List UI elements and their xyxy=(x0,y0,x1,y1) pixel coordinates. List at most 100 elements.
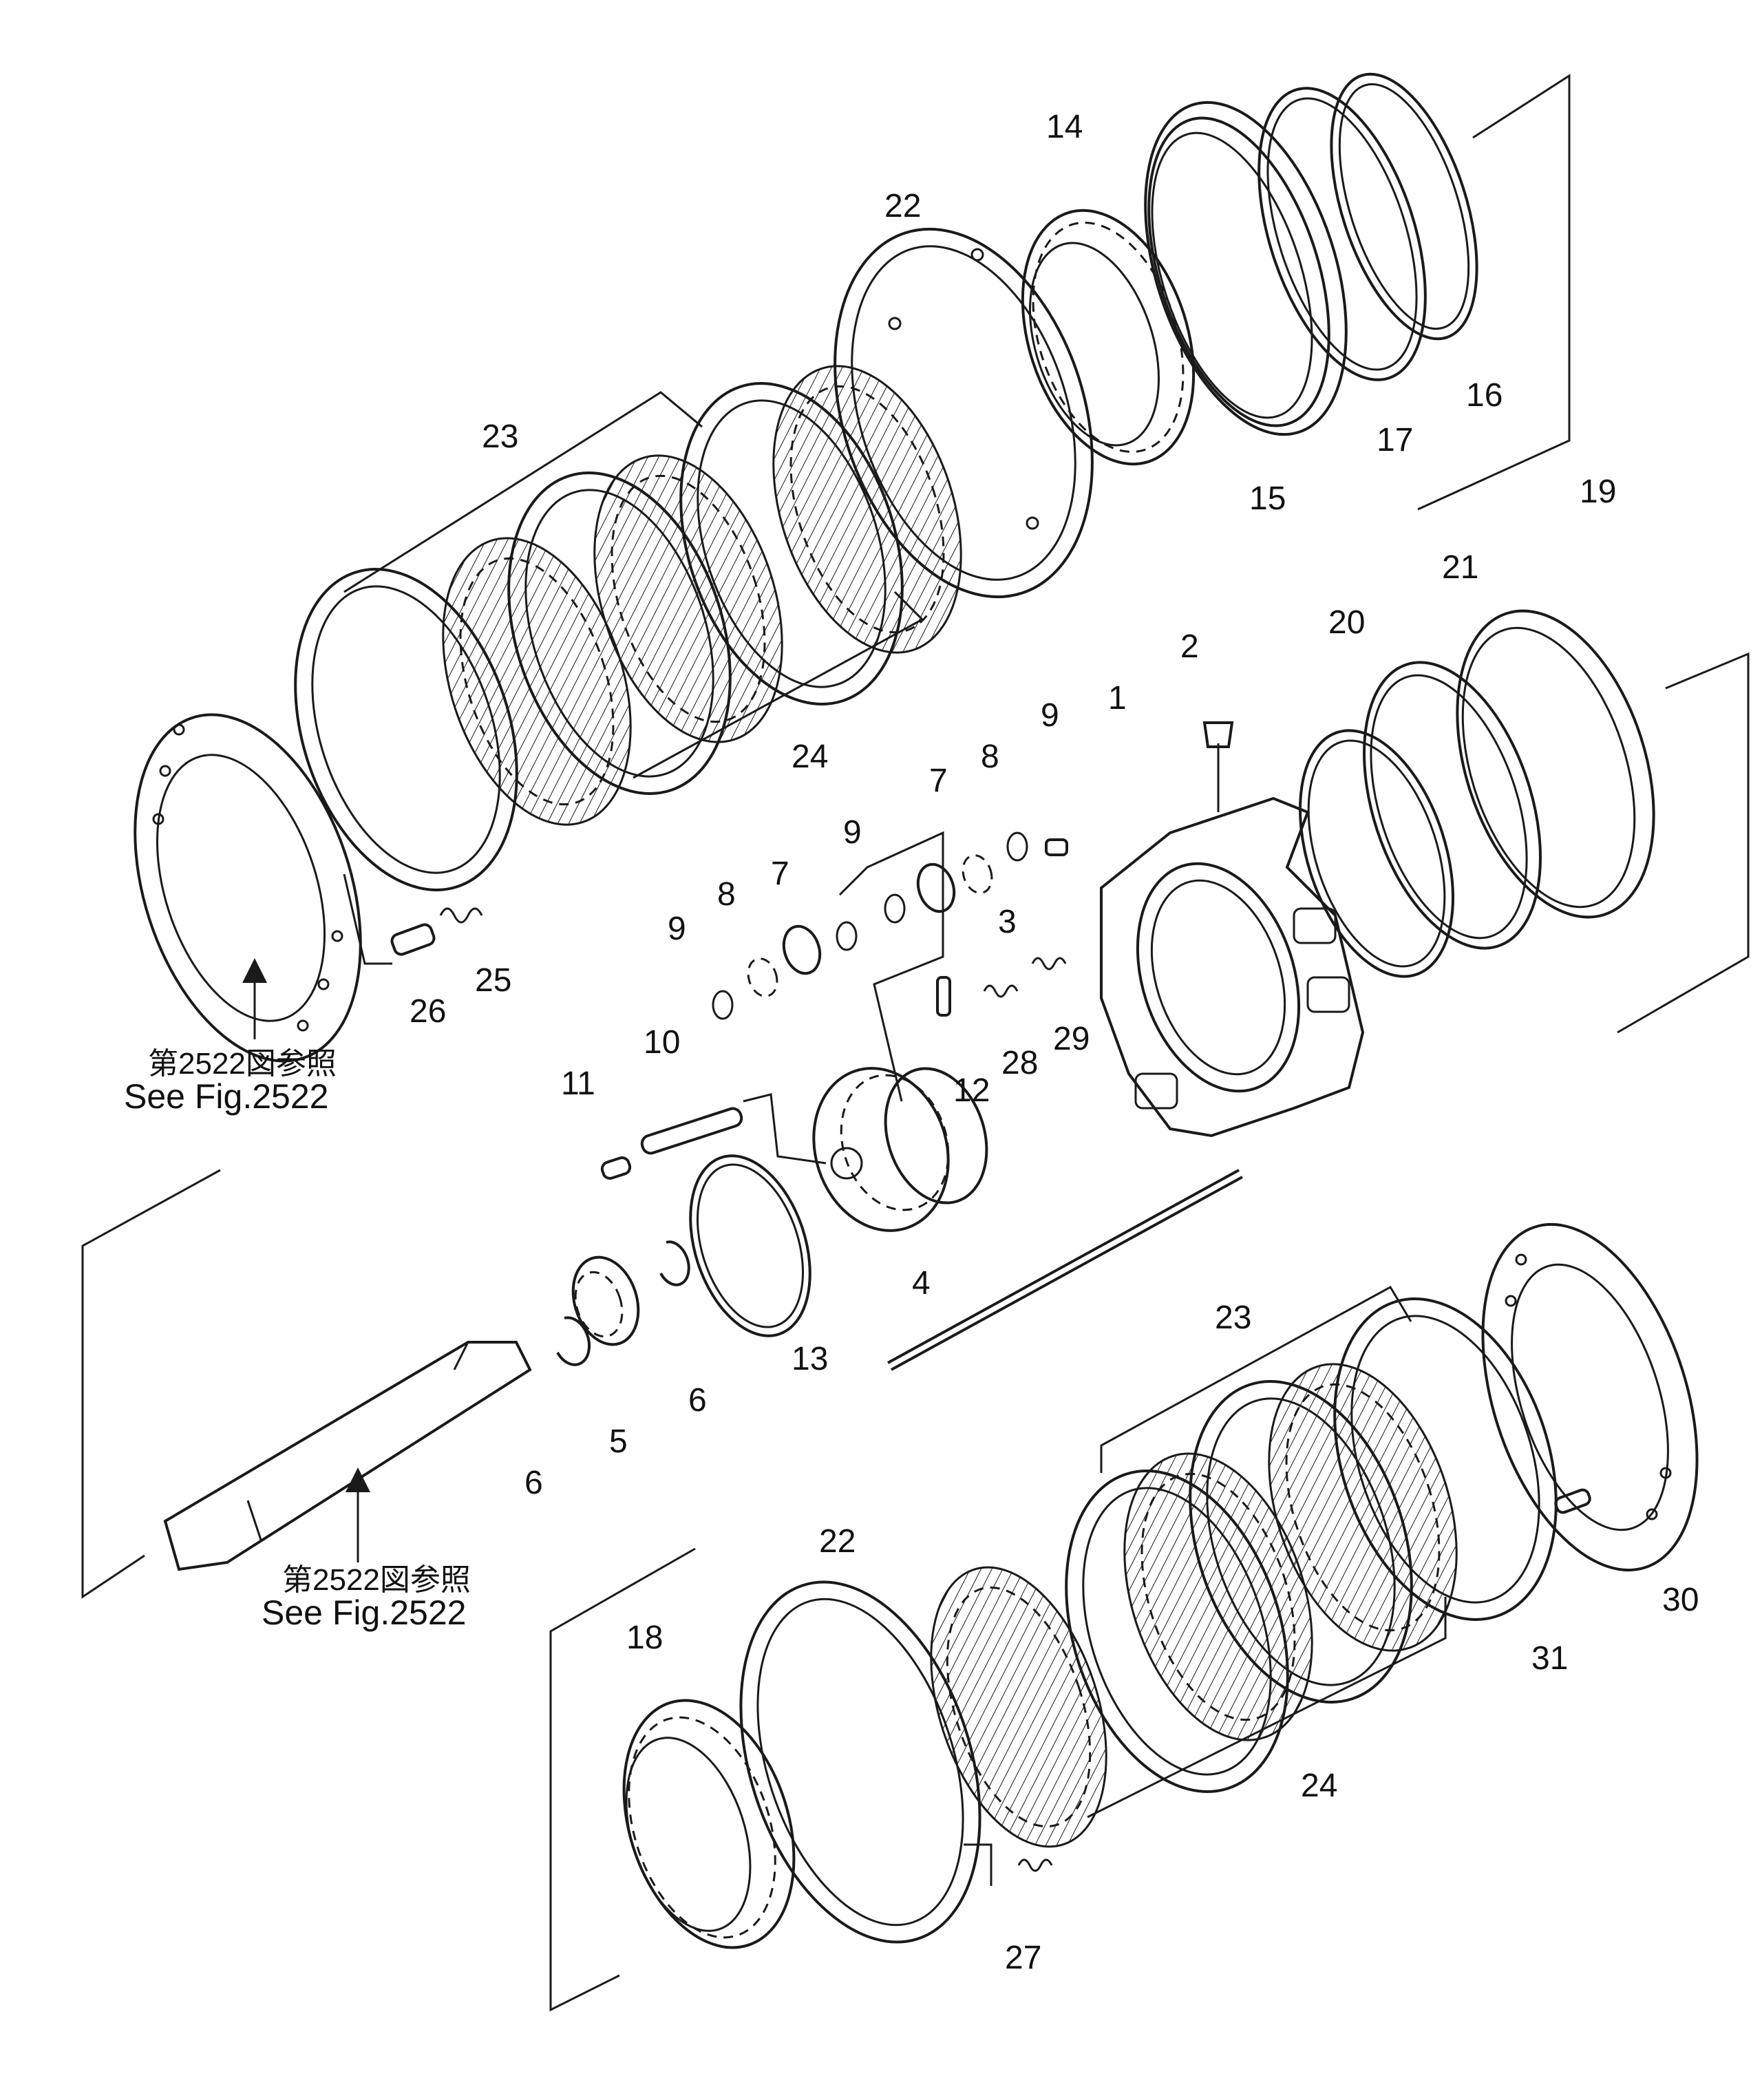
bearing-8b xyxy=(747,957,778,997)
seal-20 xyxy=(1299,729,1454,978)
label-30: 30 xyxy=(1662,1582,1699,1618)
clutch-pack-bottom xyxy=(1065,1297,1558,1793)
bearing-8a xyxy=(962,854,993,894)
bracket-23-bottom xyxy=(1100,1285,1412,1473)
bracket-24-top xyxy=(633,591,924,779)
end-plate-22-bottom xyxy=(739,1580,981,1944)
reference-jp-bottom: 第2522図参照 xyxy=(282,1563,471,1597)
housing-1 xyxy=(1100,796,1365,1138)
washer-9c xyxy=(836,921,858,951)
label-27: 27 xyxy=(1005,1940,1041,1976)
label-1: 1 xyxy=(1108,680,1127,717)
bracket-24-bottom xyxy=(1087,1597,1447,1818)
label-22a: 22 xyxy=(884,188,921,224)
bracket-bottom-left xyxy=(549,1547,696,2012)
label-16: 16 xyxy=(1466,377,1503,414)
bracket-shaft-left xyxy=(81,1169,221,1599)
label-3: 3 xyxy=(998,904,1017,940)
reference-en-bottom: See Fig.2522 xyxy=(262,1593,466,1632)
label-12: 12 xyxy=(953,1072,990,1109)
ring-gear-18 xyxy=(622,1699,796,1949)
seal-ring-17 xyxy=(1257,87,1427,381)
pin-26 xyxy=(390,923,436,956)
bearing-7a xyxy=(916,862,956,913)
bearing-5 xyxy=(571,1255,640,1346)
reference-jp-top: 第2522図参照 xyxy=(148,1047,337,1081)
planetary-carrier-4 xyxy=(812,1067,988,1232)
snap-ring-13 xyxy=(689,1154,811,1337)
spring-28 xyxy=(983,984,1019,998)
snap-ring-6b xyxy=(659,1240,690,1286)
roller-11 xyxy=(600,1156,632,1180)
reference-note-bottom: 第2522図参照 See Fig.2522 xyxy=(262,1563,471,1632)
seal-ring-16 xyxy=(1330,72,1478,341)
bracket-middle-right xyxy=(1617,652,1750,1034)
label-19: 19 xyxy=(1580,474,1616,510)
label-22b: 22 xyxy=(819,1523,856,1560)
bracket-top-right xyxy=(1417,74,1571,511)
leader-10-4 xyxy=(743,1093,827,1165)
washer-9d xyxy=(712,990,734,1020)
piston-ring-15 xyxy=(1144,100,1348,436)
seal-21 xyxy=(1363,661,1542,950)
label-31: 31 xyxy=(1531,1640,1568,1677)
leader-group-7-9 xyxy=(838,831,944,1102)
label-11: 11 xyxy=(561,1065,595,1102)
label-23a: 23 xyxy=(482,418,518,455)
label-2: 2 xyxy=(1180,628,1199,665)
label-10: 10 xyxy=(644,1024,680,1061)
label-5: 5 xyxy=(609,1423,628,1460)
label-20: 20 xyxy=(1328,604,1365,641)
label-14: 14 xyxy=(1046,109,1083,145)
clutch-pack-top xyxy=(294,365,962,891)
ring-gear-14 xyxy=(1021,209,1196,466)
rod-long xyxy=(887,1169,1240,1364)
reference-note-top: 第2522図参照 See Fig.2522 xyxy=(124,1047,337,1116)
label-4: 4 xyxy=(912,1265,931,1302)
pin-12 xyxy=(936,976,951,1017)
piston-19 xyxy=(1456,609,1655,919)
label-9c: 9 xyxy=(668,911,686,947)
bearing-7b xyxy=(782,924,822,975)
label-7a: 7 xyxy=(929,763,948,799)
reference-en-top: See Fig.2522 xyxy=(124,1077,328,1116)
label-17: 17 xyxy=(1377,422,1413,458)
shaft-10 xyxy=(640,1107,743,1155)
snap-ring-6a xyxy=(556,1316,591,1366)
main-shaft xyxy=(163,1341,532,1571)
friction-disc-bottom xyxy=(930,1566,1107,1848)
label-15: 15 xyxy=(1249,480,1286,517)
spring-29 xyxy=(1031,957,1067,971)
plug-2 xyxy=(1202,721,1234,748)
label-9a: 9 xyxy=(1041,697,1059,734)
label-6b: 6 xyxy=(688,1382,707,1419)
label-6a: 6 xyxy=(524,1465,543,1501)
label-26: 26 xyxy=(410,993,446,1030)
label-7b: 7 xyxy=(771,856,789,892)
label-9b: 9 xyxy=(843,814,862,851)
dowel-3 xyxy=(1045,838,1068,856)
part-labels: 1 2 3 4 5 6 6 7 7 8 8 9 9 9 10 11 12 13 … xyxy=(410,109,1699,1976)
washer-9a xyxy=(1006,831,1028,862)
label-23b: 23 xyxy=(1215,1300,1251,1336)
pin-31 xyxy=(1554,1488,1591,1514)
washer-9b xyxy=(884,893,906,924)
label-28: 28 xyxy=(1001,1045,1038,1081)
label-29: 29 xyxy=(1053,1021,1090,1057)
label-21: 21 xyxy=(1442,549,1478,586)
label-18: 18 xyxy=(626,1620,663,1656)
label-8a: 8 xyxy=(981,739,999,775)
end-disc-30 xyxy=(1481,1222,1699,1572)
leader-25-26 xyxy=(343,873,392,965)
label-24a: 24 xyxy=(792,739,828,775)
bracket-23-top xyxy=(343,391,703,593)
spring-27 xyxy=(1017,1858,1053,1872)
label-25: 25 xyxy=(475,962,511,999)
label-8b: 8 xyxy=(717,876,736,913)
spring-25 xyxy=(439,907,483,924)
label-24b: 24 xyxy=(1301,1768,1337,1804)
leader-27 xyxy=(964,1843,993,1886)
label-13: 13 xyxy=(792,1341,828,1377)
end-disc-top-left xyxy=(134,713,362,1063)
